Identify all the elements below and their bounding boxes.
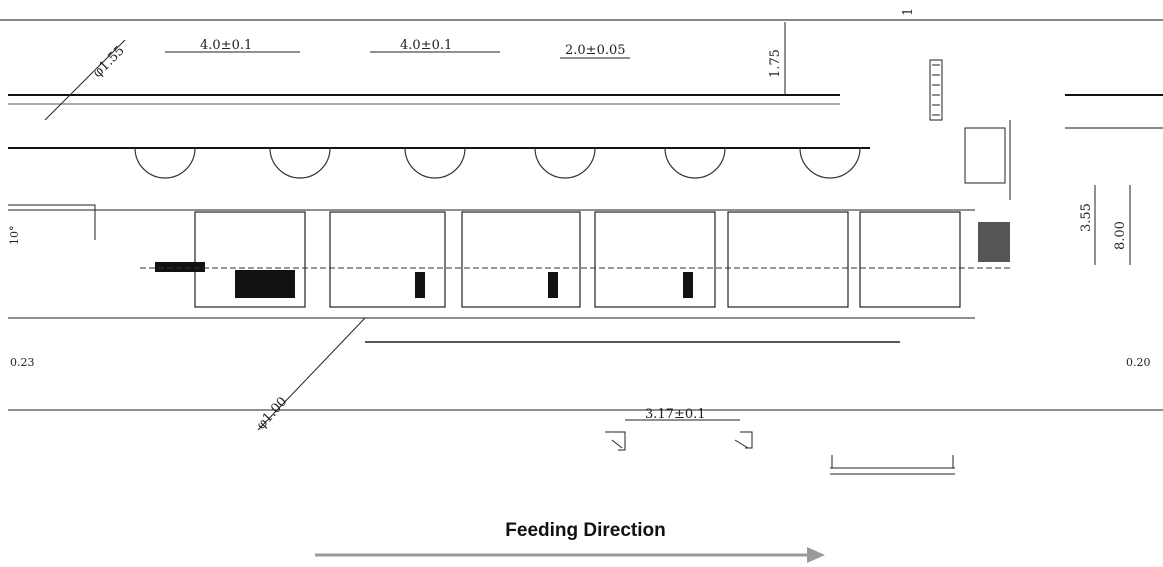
bottom-cross-section [830,455,955,475]
sprocket-diameter-label: φ1.55 [90,43,128,81]
sprocket-holes [134,147,861,179]
pitch-3-label: 2.0±0.05 [565,43,626,58]
tape-width-label: 8.00 [1113,221,1128,250]
feeding-direction-label: Feeding Direction [505,520,666,541]
cover-width-label: 3.17±0.1 [645,407,706,422]
pocket-dark-marks [155,262,693,298]
sprocket-diameter-leader [44,39,126,121]
cover-tape-section [605,431,753,451]
pockets [194,211,961,308]
pocket-grey-block [978,222,1010,262]
pitch-2-label: 4.0±0.1 [400,38,452,53]
thickness-right-label: 0.20 [1126,356,1151,369]
edge-distance-label: 1.75 [768,49,783,78]
pocket-offset-label: 3.55 [1079,203,1094,232]
feeding-direction-arrow-icon [315,547,825,563]
right-section-view [929,59,1011,200]
top-ref-label: 1 [901,8,916,16]
pocket-diameter-leader [257,317,366,431]
left-bracket [8,204,96,240]
thickness-left-label: 0.23 [10,356,35,369]
pocket-diameter-label: φ1.00 [254,394,291,432]
left-ref-label: 10° [8,226,21,246]
pitch-1-label: 4.0±0.1 [200,38,252,53]
